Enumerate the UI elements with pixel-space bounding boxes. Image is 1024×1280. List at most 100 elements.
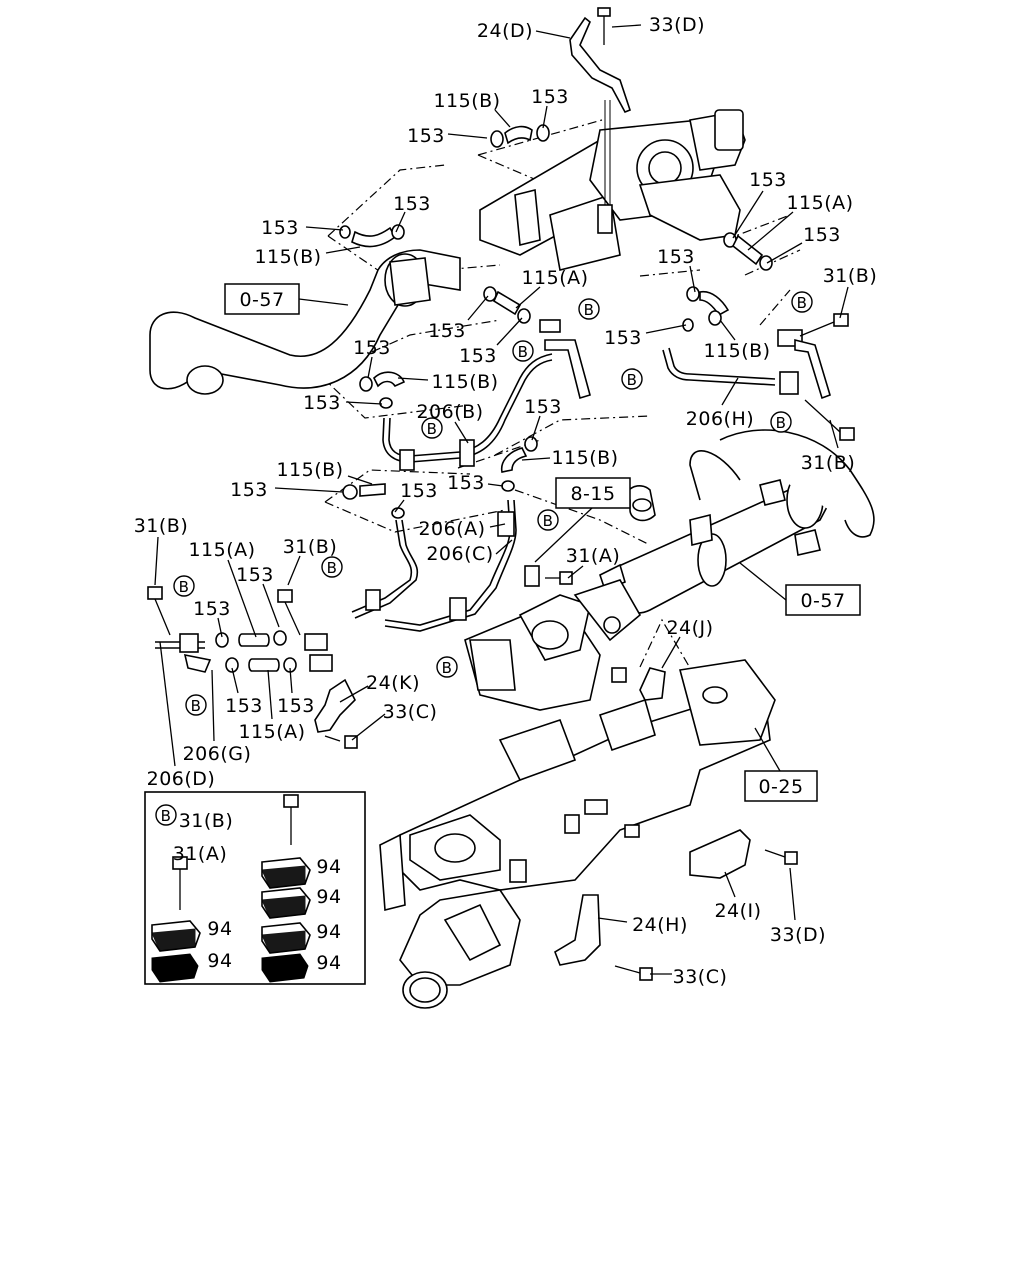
legend-label-l7: 94 — [207, 950, 232, 972]
callout-c20: 115(B) — [397, 371, 498, 393]
callout-leader — [339, 685, 369, 703]
callout-leader — [496, 317, 523, 346]
part-label: 24(I) — [714, 900, 761, 922]
legend-label-l2: 31(A) — [173, 843, 228, 865]
callout-leader — [231, 667, 239, 694]
egr-cooler — [599, 429, 875, 614]
ref-box-r4: 0-25 — [744, 727, 818, 802]
b-marker-letter: B — [518, 343, 529, 361]
callout-leader — [351, 713, 386, 741]
b-marker-letter: B — [327, 559, 338, 577]
callout-leader — [395, 211, 406, 233]
ref-frame — [744, 770, 818, 802]
callout-c35: 31(B) — [283, 536, 337, 586]
part-label: 115(B) — [431, 371, 498, 393]
reference-box-layer: 0-57 8-15 0-57 0-25 — [224, 283, 861, 802]
ref-box-r3: 0-57 — [739, 562, 861, 616]
part-label: 115(B) — [276, 459, 343, 481]
callout-c15: 153 — [428, 295, 489, 342]
callout-leader — [347, 475, 373, 485]
b-marker-b8: B — [173, 575, 195, 597]
part-label: 24(D) — [477, 20, 533, 42]
callout-leader — [467, 295, 489, 321]
callout-leader — [345, 401, 383, 405]
b-marker-circle — [185, 694, 207, 716]
exhaust-manifold — [379, 659, 776, 1009]
callout-c4: 153 — [531, 86, 568, 129]
b-marker-b4: B — [621, 368, 643, 390]
b-marker-circle — [436, 656, 458, 678]
callout-c12: 115(A) — [515, 267, 588, 309]
b-marker-circle — [512, 340, 534, 362]
callout-leader — [542, 105, 548, 129]
legend-bolt-31b — [283, 794, 299, 808]
callout-leader — [724, 871, 736, 898]
part-label: 153 — [277, 695, 315, 717]
b-marker-letter: B — [179, 578, 190, 596]
part-label: 115(B) — [703, 340, 770, 362]
b-marker-b1: B — [578, 298, 600, 320]
b-marker-circle — [770, 411, 792, 433]
callout-leader — [689, 265, 696, 293]
part-label: 33(C) — [673, 966, 728, 988]
ref-leader — [739, 562, 787, 601]
part-label: 153 — [428, 320, 466, 342]
callout-c30: 153 — [447, 472, 504, 494]
part-label: 31(B) — [134, 515, 189, 537]
callout-c50: 33(C) — [650, 966, 727, 988]
callout-c28: 153 — [230, 479, 344, 501]
part-label: 24(J) — [666, 617, 713, 639]
callout-c16: 153 — [459, 317, 523, 367]
callout-leader — [487, 483, 504, 487]
b-marker-b10: B — [436, 656, 458, 678]
callout-leader — [495, 539, 513, 555]
callout-c9: 153 — [393, 193, 431, 233]
b-marker-circle — [578, 298, 600, 320]
part-label: 206(H) — [686, 408, 754, 430]
callout-leader — [494, 109, 511, 128]
callout-leader — [597, 917, 628, 923]
b-marker-circle — [321, 556, 343, 578]
ref-label: 0-57 — [239, 289, 284, 311]
callout-leader — [447, 133, 488, 139]
callout-leader — [521, 457, 551, 461]
callout-leader — [305, 226, 344, 231]
legend-label-l1: 31(B) — [179, 810, 234, 832]
brackets-lower — [554, 829, 798, 981]
callout-layer: 24(D)33(D)115(B)153153153115(A)153153153… — [134, 14, 878, 988]
ref-leader — [298, 298, 349, 306]
callout-c24: 153 — [524, 396, 562, 441]
part-label: 153 — [193, 598, 231, 620]
part-label: 153 — [657, 246, 695, 268]
part-label: 115(B) — [433, 90, 500, 112]
b-marker-circle — [537, 509, 559, 531]
part-label: 153 — [524, 396, 562, 418]
b-marker-b9: B — [321, 556, 343, 578]
part-label: 153 — [803, 224, 841, 246]
callout-leader — [567, 565, 584, 579]
callout-c3: 115(B) — [433, 90, 511, 128]
part-label: 153 — [400, 480, 438, 502]
callout-c7: 115(A) — [747, 192, 853, 251]
callout-leader — [274, 487, 344, 493]
callout-c21: 153 — [303, 392, 383, 414]
part-label: 33(C) — [383, 701, 438, 723]
part-label: 153 — [393, 193, 431, 215]
b-marker-letter: B — [627, 371, 638, 389]
ref-frame — [224, 283, 300, 315]
ref-box-r2: 8-15 — [534, 477, 631, 563]
b-marker-letter: B — [427, 420, 438, 438]
callout-leader — [489, 523, 506, 528]
callout-leader — [535, 30, 571, 39]
b-marker-b7: B — [537, 509, 559, 531]
callout-c42: 153 — [277, 667, 315, 717]
part-label: 206(D) — [147, 768, 216, 790]
callout-leader — [829, 419, 839, 449]
callout-leader — [397, 377, 429, 381]
callout-c17: 153 — [604, 324, 687, 349]
legend-frame — [144, 791, 366, 985]
part-label: 31(B) — [823, 265, 878, 287]
callout-c6: 153 — [732, 169, 786, 239]
